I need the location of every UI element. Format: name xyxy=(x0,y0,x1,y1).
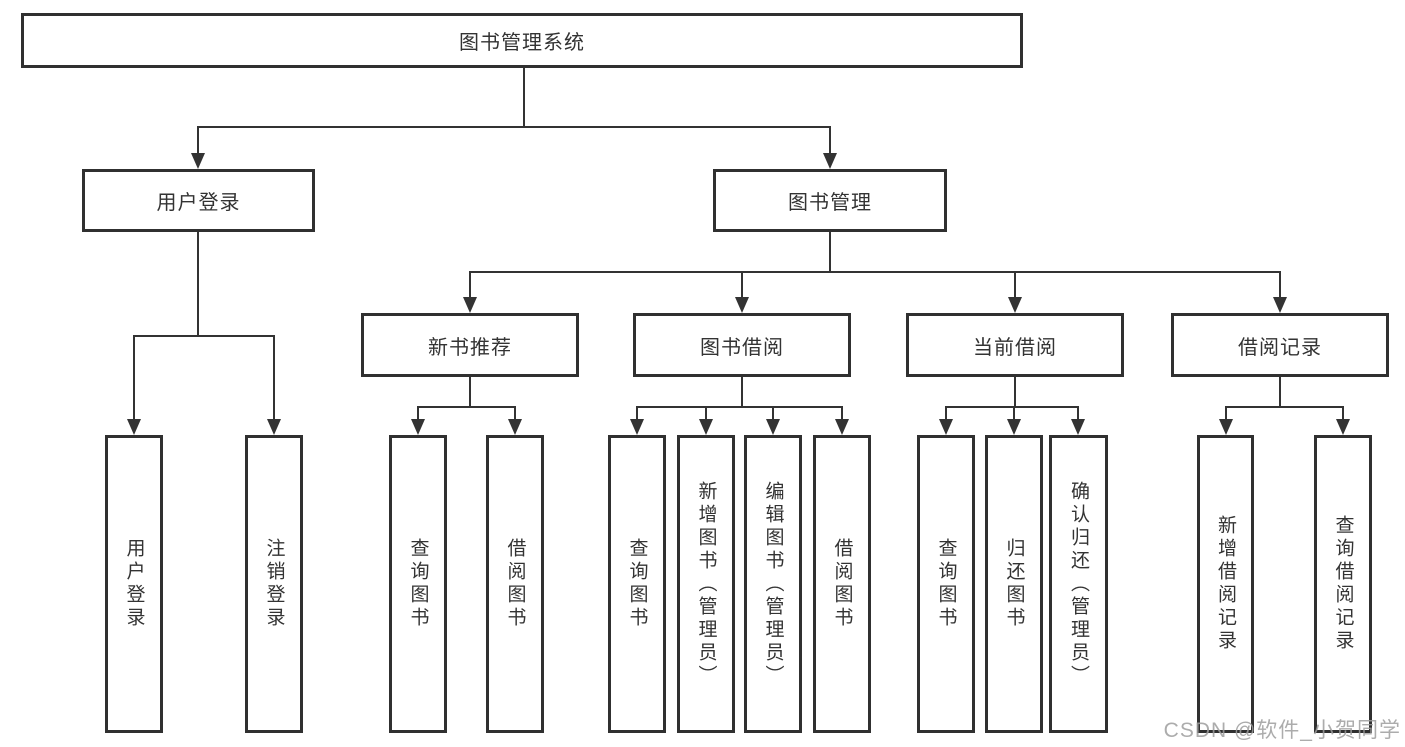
connector-recommend-stem xyxy=(469,377,471,406)
connector-to-record xyxy=(1279,271,1281,297)
connector-to-current xyxy=(1014,271,1016,297)
arrow-to-user-login xyxy=(191,153,205,169)
connector-borrow-child2 xyxy=(705,406,707,419)
leaf-current-confirm-return-admin: 确认归还（管理员） xyxy=(1049,435,1108,733)
arrow-borrow-child3 xyxy=(766,419,780,435)
arrow-to-borrow xyxy=(735,297,749,313)
arrow-current-child3 xyxy=(1071,419,1085,435)
leaf-recommend-borrow-book: 借阅图书 xyxy=(486,435,544,733)
arrow-borrow-child4 xyxy=(835,419,849,435)
connector-to-leaf-login xyxy=(133,335,135,419)
arrow-borrow-child2 xyxy=(699,419,713,435)
connector-to-book-management xyxy=(829,126,831,153)
arrow-recommend-child2 xyxy=(508,419,522,435)
connector-to-leaf-logout xyxy=(273,335,275,419)
arrow-current-child2 xyxy=(1007,419,1021,435)
node-current-borrow: 当前借阅 xyxy=(906,313,1124,377)
leaf-record-add-borrow-record: 新增借阅记录 xyxy=(1197,435,1254,733)
connector-login-branch xyxy=(133,335,274,337)
connector-record-stem xyxy=(1279,377,1281,406)
leaf-recommend-query-book: 查询图书 xyxy=(389,435,447,733)
connector-current-child2 xyxy=(1013,406,1015,419)
leaf-logout: 注销登录 xyxy=(245,435,303,733)
leaf-current-query-book: 查询图书 xyxy=(917,435,975,733)
connector-borrow-child3 xyxy=(772,406,774,419)
connector-current-stem xyxy=(1014,377,1016,406)
arrow-borrow-child1 xyxy=(630,419,644,435)
connector-recommend-child1 xyxy=(417,406,419,419)
connector-current-child1 xyxy=(945,406,947,419)
connector-management-branch xyxy=(469,271,1281,273)
leaf-record-query-borrow-record: 查询借阅记录 xyxy=(1314,435,1372,733)
connector-borrow-stem xyxy=(741,377,743,406)
arrow-to-current xyxy=(1008,297,1022,313)
connector-recommend-child2 xyxy=(514,406,516,419)
connector-borrow-child4 xyxy=(841,406,843,419)
connector-record-branch xyxy=(1225,406,1343,408)
arrow-to-recommend xyxy=(463,297,477,313)
node-borrow-record: 借阅记录 xyxy=(1171,313,1389,377)
connector-recommend-branch xyxy=(417,406,516,408)
arrow-recommend-child1 xyxy=(411,419,425,435)
leaf-current-return-book: 归还图书 xyxy=(985,435,1043,733)
connector-record-child1 xyxy=(1225,406,1227,419)
connector-current-branch xyxy=(945,406,1078,408)
connector-management-stem xyxy=(829,232,831,271)
connector-borrow-child1 xyxy=(636,406,638,419)
connector-root-stem xyxy=(523,68,525,126)
leaf-borrow-borrow-book: 借阅图书 xyxy=(813,435,871,733)
arrow-to-leaf-logout xyxy=(267,419,281,435)
arrow-record-child1 xyxy=(1219,419,1233,435)
connector-to-user-login xyxy=(197,126,199,153)
arrow-to-leaf-login xyxy=(127,419,141,435)
connector-root-branch xyxy=(197,126,830,128)
leaf-borrow-query-book: 查询图书 xyxy=(608,435,666,733)
arrow-current-child1 xyxy=(939,419,953,435)
connector-record-child2 xyxy=(1342,406,1344,419)
node-book-borrow: 图书借阅 xyxy=(633,313,851,377)
node-user-login: 用户登录 xyxy=(82,169,315,232)
node-new-book-recommend: 新书推荐 xyxy=(361,313,579,377)
connector-to-borrow xyxy=(741,271,743,297)
node-book-management: 图书管理 xyxy=(713,169,947,232)
leaf-user-login: 用户登录 xyxy=(105,435,163,733)
connector-current-child3 xyxy=(1077,406,1079,419)
connector-to-recommend xyxy=(469,271,471,297)
connector-borrow-branch xyxy=(636,406,843,408)
arrow-to-book-management xyxy=(823,153,837,169)
csdn-watermark: CSDN @软件_小贺同学 xyxy=(1163,719,1401,742)
leaf-borrow-edit-book-admin: 编辑图书（管理员） xyxy=(744,435,802,733)
leaf-borrow-add-book-admin: 新增图书（管理员） xyxy=(677,435,735,733)
connector-login-stem xyxy=(197,232,199,335)
arrow-record-child2 xyxy=(1336,419,1350,435)
arrow-to-record xyxy=(1273,297,1287,313)
node-root: 图书管理系统 xyxy=(21,13,1023,68)
